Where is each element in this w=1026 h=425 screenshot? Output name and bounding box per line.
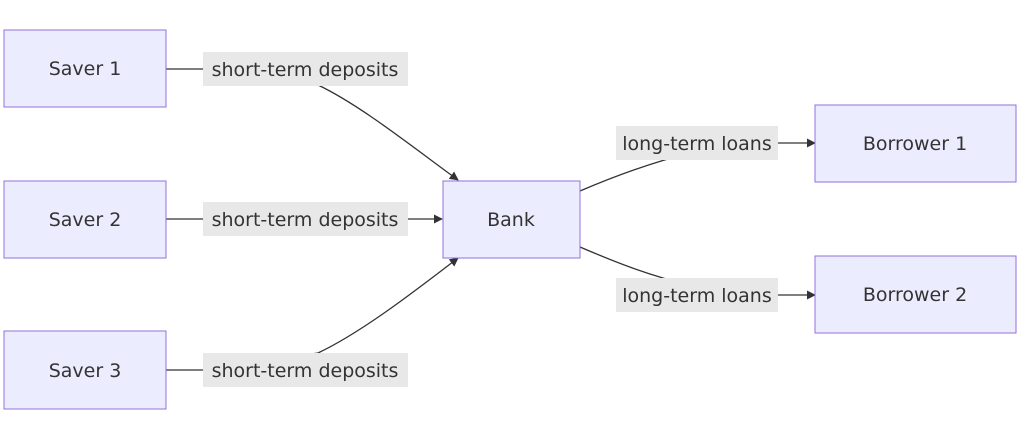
edge-labels: short-term deposits short-term deposits … [203,52,778,387]
edge-label-text: short-term deposits [212,360,399,382]
node-label: Saver 1 [49,58,122,80]
node-box [3,180,167,259]
edge-label-background [616,126,778,160]
edge-label-background [616,278,778,312]
edge-saver3-bank [166,257,459,371]
edge-label-text: long-term loans [622,133,772,155]
edge-label-saver2-bank: short-term deposits [203,202,408,236]
node-box [442,180,581,259]
edge-label-background [203,202,408,236]
edge-label-saver1-bank: short-term deposits [203,52,408,86]
node-label: Saver 2 [49,209,122,231]
node-label: Bank [487,209,535,231]
node-saver-2[interactable]: Saver 2 [3,180,167,259]
edge-label-text: short-term deposits [212,209,399,231]
node-box [814,255,1017,334]
edge-label-bank-borrower1: long-term loans [616,126,778,160]
node-borrower-1[interactable]: Borrower 1 [814,104,1017,183]
node-label: Borrower 2 [863,284,967,306]
nodes: Saver 1 Saver 2 Saver 3 Bank Borrower 1 … [3,29,1017,410]
node-saver-3[interactable]: Saver 3 [3,330,167,410]
node-box [3,330,167,410]
node-borrower-2[interactable]: Borrower 2 [814,255,1017,334]
edge-label-background [203,353,408,387]
node-label: Saver 3 [49,360,122,382]
node-bank[interactable]: Bank [442,180,581,259]
node-label: Borrower 1 [863,133,967,155]
node-saver-1[interactable]: Saver 1 [3,29,167,108]
edge-label-bank-borrower2: long-term loans [616,278,778,312]
edge-label-text: long-term loans [622,285,772,307]
node-box [814,104,1017,183]
edge-label-background [203,52,408,86]
node-box [3,29,167,108]
edge-label-text: short-term deposits [212,59,399,81]
edge-label-saver3-bank: short-term deposits [203,353,408,387]
